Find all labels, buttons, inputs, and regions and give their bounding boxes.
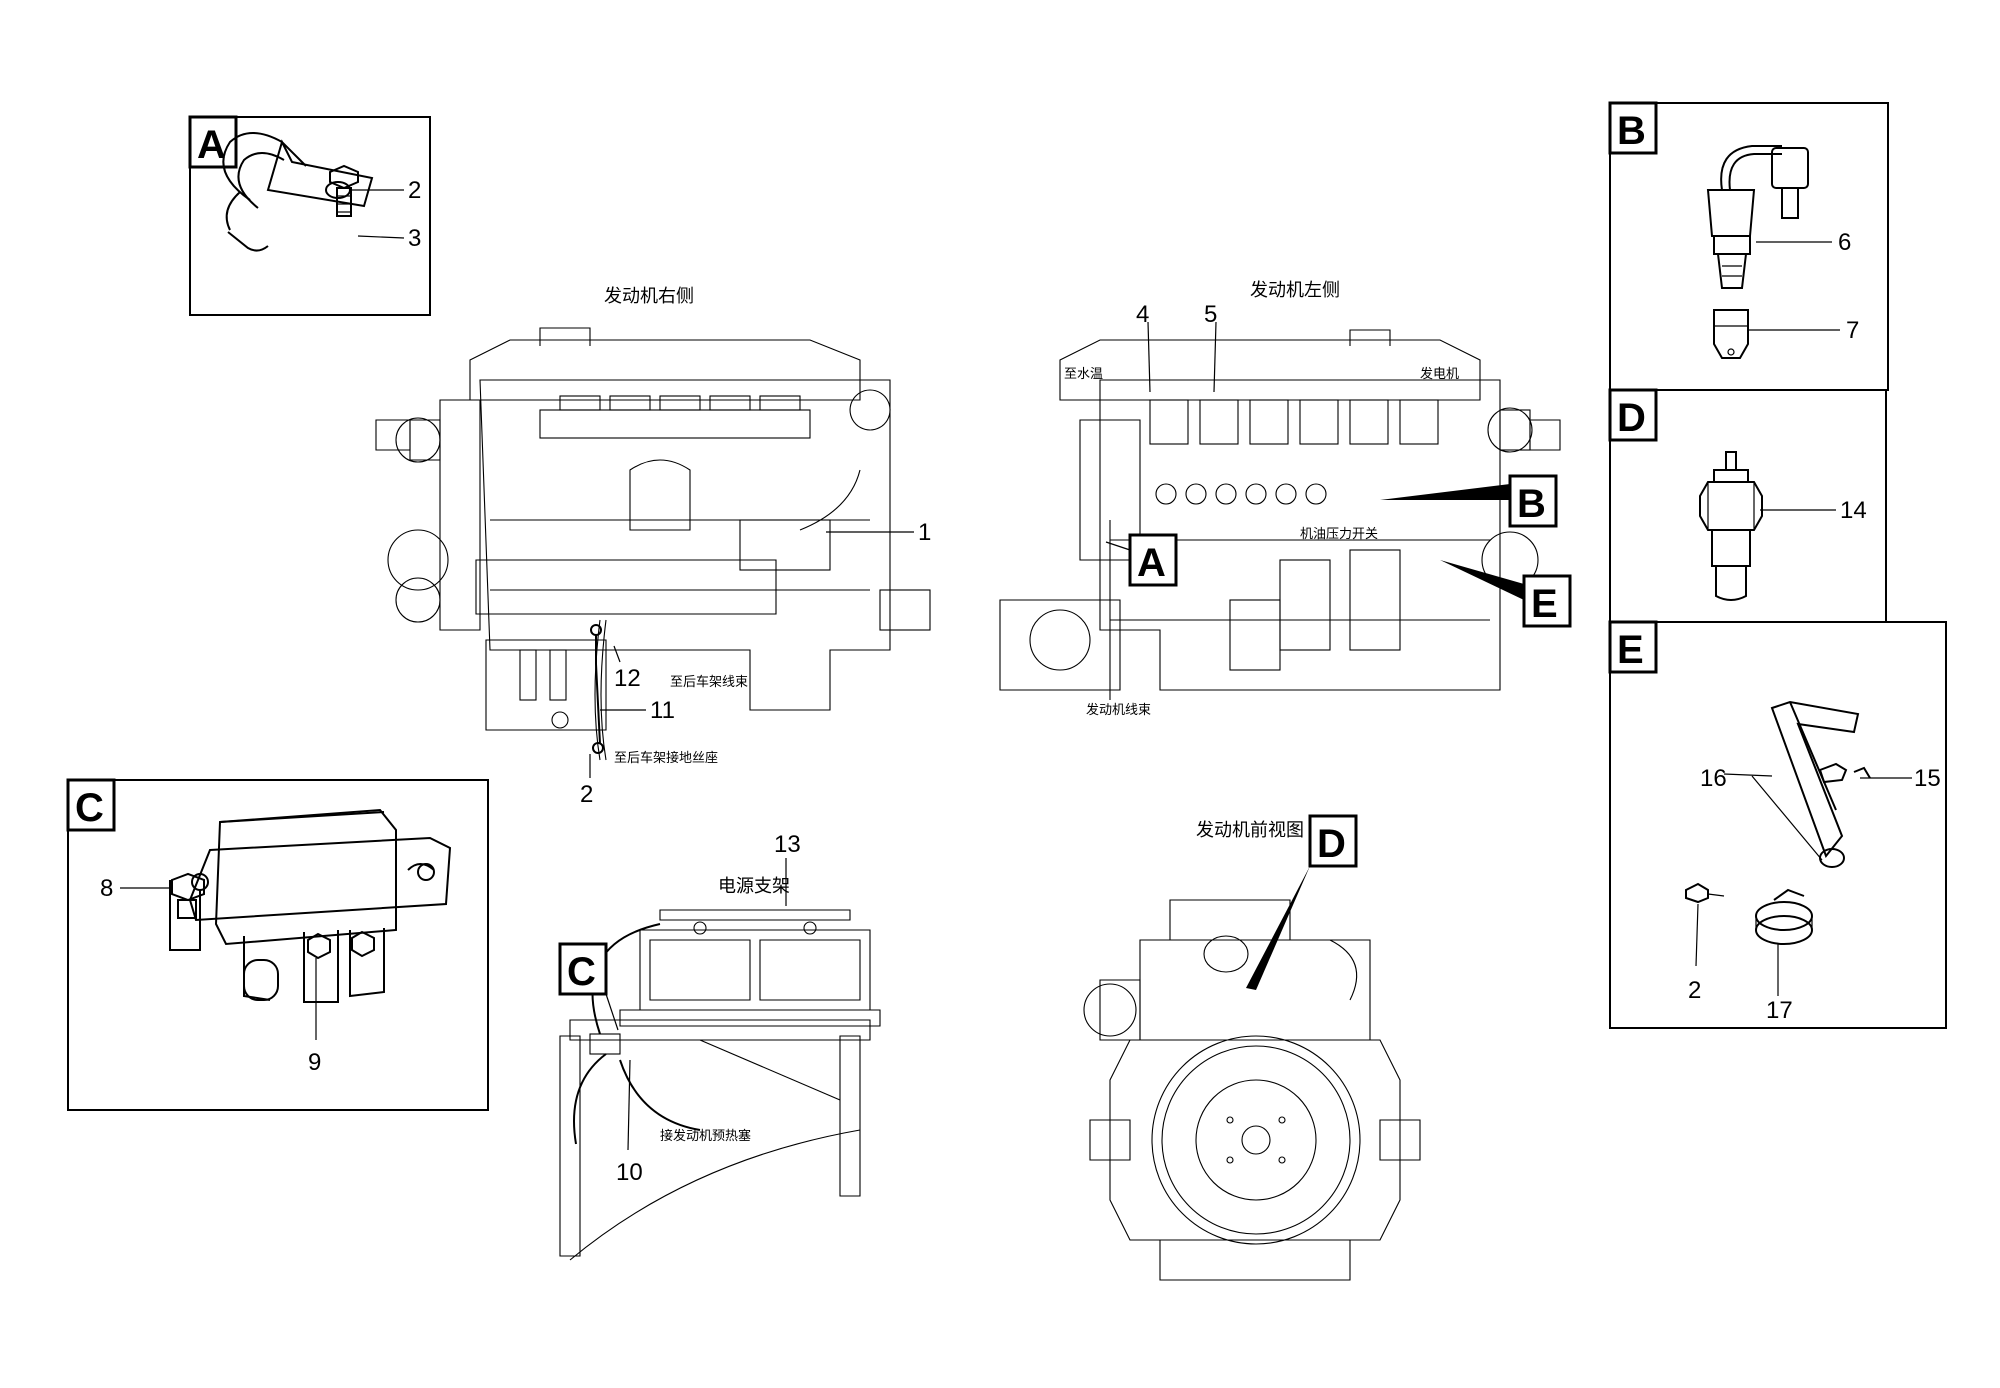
relay-part: [169, 808, 452, 1003]
left-view-tag-b: B: [1517, 482, 1546, 526]
callout-13: 13: [774, 831, 801, 858]
detail-c-panel: C 8 9: [66, 778, 489, 1111]
engine-front-view: 发动机前视图 D: [1083, 814, 1421, 1281]
power-bracket-view: 电源支架 13 C 10 接发动机预热塞: [558, 831, 881, 1261]
view-title-front: 发动机前视图: [1196, 820, 1304, 841]
detail-e-tag: E: [1617, 628, 1644, 672]
left-view-tag-e: E: [1531, 582, 1558, 626]
callout-2-e: 2: [1688, 977, 1701, 1004]
callout-16: 16: [1700, 765, 1727, 792]
bolt-c-part: [171, 872, 205, 919]
left-view-tag-e-box: [1522, 574, 1572, 628]
callout-2-right: 2: [580, 781, 593, 808]
view-title-right: 发动机右侧: [604, 286, 694, 307]
callout-8: 8: [100, 875, 113, 902]
view-title-power-bracket: 电源支架: [718, 876, 790, 897]
detail-b-tag: B: [1617, 109, 1646, 153]
engine-left-ports: [1155, 483, 1327, 505]
detail-a-tag: A: [197, 123, 226, 167]
oil-pressure-switch-part: [1699, 451, 1763, 601]
engine-left-injectors: [1149, 399, 1439, 445]
callout-4: 4: [1136, 301, 1149, 328]
small-bolt-part: [1685, 882, 1725, 904]
callout-6: 6: [1838, 229, 1851, 256]
note-oil-pressure: 机油压力开关: [1300, 527, 1378, 542]
bracket-part: [1770, 700, 1871, 868]
callout-9: 9: [308, 1049, 321, 1076]
callout-3: 3: [408, 225, 421, 252]
temperature-sender-part: [1706, 145, 1809, 359]
callout-5: 5: [1204, 301, 1217, 328]
engine-right-side-view: 发动机右侧: [375, 286, 931, 808]
front-view-tag-d-box: [1308, 814, 1358, 868]
callout-14: 14: [1840, 497, 1867, 524]
detail-b-panel: B 6 7: [1608, 101, 1889, 391]
bracket-tag-c-box: [558, 942, 608, 996]
detail-c-tag: C: [75, 786, 104, 830]
view-title-left: 发动机左侧: [1250, 280, 1340, 301]
detail-e-panel: E 16 15 2 17: [1608, 620, 1947, 1029]
note-to-generator: 发电机: [1420, 366, 1459, 382]
callout-11: 11: [650, 697, 675, 724]
detail-a-panel: A 2 3: [188, 115, 431, 316]
left-view-tag-a: A: [1137, 541, 1166, 585]
note-to-rear-harness: 至后车架线束: [670, 674, 748, 690]
bracket-tag-c: C: [567, 950, 596, 994]
note-engine-harness: 发动机线束: [1086, 702, 1151, 718]
left-view-tag-a-box: [1128, 533, 1178, 587]
note-to-rear-ground: 至后车架接地丝座: [614, 750, 718, 766]
hose-clamp-part: [1755, 888, 1813, 945]
detail-d-tag: D: [1617, 396, 1646, 440]
note-to-water-temp: 至水温: [1064, 367, 1103, 382]
callout-17: 17: [1766, 997, 1793, 1024]
callout-1: 1: [918, 519, 931, 546]
callout-10: 10: [616, 1159, 643, 1186]
engine-right-cylinder-head: [559, 395, 801, 411]
callout-15: 15: [1914, 765, 1941, 792]
left-view-tag-b-box: [1508, 474, 1558, 528]
callout-7: 7: [1846, 317, 1859, 344]
detail-d-panel: D 14: [1608, 388, 1887, 623]
callout-2: 2: [408, 177, 421, 204]
front-view-tag-d: D: [1317, 822, 1346, 866]
engine-left-side-view: 发动机左侧: [999, 280, 1572, 718]
note-to-preheat-plug: 接发动机预热塞: [660, 1128, 751, 1144]
p-clamp-part: [222, 132, 374, 252]
callout-12: 12: [614, 665, 641, 692]
ground-strap: [590, 624, 604, 754]
